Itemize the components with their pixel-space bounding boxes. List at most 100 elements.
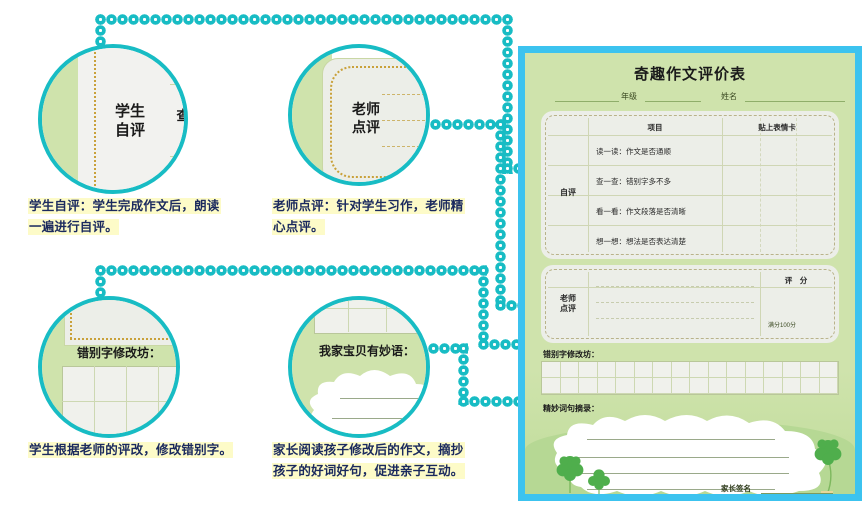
sheet-fragment-dashed-corner (70, 300, 176, 340)
grid-cell[interactable] (542, 378, 561, 394)
grid-cell[interactable] (634, 378, 653, 394)
grid-cell[interactable] (671, 362, 690, 378)
parent-sign-line[interactable] (761, 493, 833, 494)
grid-cell[interactable] (542, 362, 561, 378)
sheet-fragment-cloud-line1 (340, 398, 426, 399)
teacher-score-header-divider (548, 287, 832, 288)
circle-teacher-label-line1: 老师 (352, 101, 380, 117)
sheet-fragment-gridtop-v2 (386, 300, 387, 332)
grade-line (555, 101, 619, 102)
caption-teacher: 老师点评：针对学生习作，老师精 心点评。 (272, 196, 487, 238)
teacher-label-line2: 点评 (560, 304, 576, 314)
circle-teacher-comment[interactable]: 老师 点评 (288, 44, 430, 186)
caption-self-eval-line2: 一遍进行自评。 (28, 219, 119, 235)
table-header-sticker: 贴上表情卡 (758, 123, 796, 132)
grid-cell[interactable] (727, 362, 746, 378)
self-eval-row-0: 读一读：作文是否通顺 (596, 147, 671, 156)
caption-typo: 学生根据老师的评改，修改错别字。 (28, 440, 268, 461)
sheet-fragment-cell-side (170, 48, 184, 190)
grid-cell[interactable] (579, 362, 598, 378)
grade-line-right (645, 101, 701, 102)
grid-cell[interactable] (745, 378, 764, 394)
connector-teacher-vertical (495, 119, 506, 309)
grid-cell[interactable] (782, 362, 801, 378)
grid-cell[interactable] (616, 378, 635, 394)
circle-parent-quote-content: 我家宝贝有妙语： (292, 300, 426, 434)
grid-cell[interactable] (708, 362, 727, 378)
teacher-comment-table: 老师 点评 评 分 满分100分 (548, 272, 832, 336)
name-label: 姓名 (721, 92, 737, 101)
connector-teacher-horizontal (430, 119, 506, 130)
clover-icon-left (556, 456, 584, 493)
clover-icon-right (814, 439, 842, 494)
table-row-divider-2 (548, 195, 832, 196)
grid-cell[interactable] (801, 362, 820, 378)
name-line (745, 101, 845, 102)
grid-cell[interactable] (616, 362, 635, 378)
table-row-divider-1 (548, 165, 832, 166)
sheet-fragment-grid-v2 (126, 366, 127, 434)
grid-cell[interactable] (764, 378, 783, 394)
circle-parent-quote[interactable]: 我家宝贝有妙语： (288, 296, 430, 438)
grid-cell[interactable] (745, 362, 764, 378)
grid-cell[interactable] (634, 362, 653, 378)
connector-typo-left-vertical (95, 265, 106, 303)
score-max-label: 满分100分 (768, 323, 797, 329)
teacher-writing-line-1 (596, 286, 754, 287)
sheet-fragment-dash-h2 (382, 120, 426, 121)
teacher-col-divider-label (588, 272, 589, 336)
grid-cell[interactable] (560, 362, 579, 378)
clover-icon-left-small (588, 469, 610, 494)
table-col-divider-sticker1 (760, 118, 761, 252)
caption-teacher-line2: 心点评。 (272, 219, 325, 235)
grid-cell[interactable] (690, 362, 709, 378)
circle-typo-fix[interactable]: 错别字修改坊： (38, 296, 180, 438)
grid-cell[interactable] (690, 378, 709, 394)
grid-cell[interactable] (560, 378, 579, 394)
self-eval-table: 项目 贴上表情卡 自评 读一读：作文是否通顺 查一查：错别字多不多 看一看：作文… (548, 118, 832, 252)
grid-cell[interactable] (653, 378, 672, 394)
sheet-fragment-dash-h1 (382, 94, 426, 95)
grade-label: 年级 (621, 92, 637, 101)
worksheet-fields: 年级 姓名 (545, 89, 845, 105)
circle-self-eval[interactable]: 学生 自评 查 (38, 44, 188, 194)
table-col-divider-item (722, 118, 723, 252)
grid-cell[interactable] (727, 378, 746, 394)
grid-cell[interactable] (579, 378, 598, 394)
quote-line-4 (587, 489, 775, 490)
grid-cell[interactable] (819, 378, 838, 394)
caption-parent-line1: 家长阅读孩子修改后的作文，摘抄 (272, 442, 465, 458)
sheet-fragment-cloud-line2 (332, 418, 426, 419)
grid-cell[interactable] (671, 378, 690, 394)
teacher-col-divider-score (760, 272, 761, 336)
sheet-fragment-dashed-line (94, 48, 96, 190)
connector-to-typo-section (478, 339, 546, 350)
circle-self-eval-label-line2: 自评 (114, 121, 145, 139)
teacher-writing-line-3 (596, 318, 754, 319)
table-col-divider-sticker2 (796, 118, 797, 252)
circle-typo-fix-heading: 错别字修改坊： (76, 346, 161, 360)
table-col-divider-label (588, 118, 589, 252)
grid-cell[interactable] (653, 362, 672, 378)
sheet-fragment-cell-main (78, 48, 171, 190)
sheet-fragment-background (42, 48, 78, 190)
grid-cell[interactable] (708, 378, 727, 394)
quote-section-label: 精妙词句摘录： (543, 403, 599, 413)
circle-self-eval-label: 学生 自评 (102, 103, 158, 141)
caption-teacher-line1: 老师点评：针对学生习作，老师精 (272, 198, 465, 214)
grid-cell[interactable] (597, 378, 616, 394)
grid-cell[interactable] (597, 362, 616, 378)
connector-parent-vertical (458, 343, 469, 405)
connector-top-horizontal (95, 14, 513, 25)
sheet-fragment-hline-bottom (170, 156, 184, 157)
grid-cell[interactable] (819, 362, 838, 378)
typo-section-label: 错别字修改坊： (543, 349, 599, 359)
sheet-fragment-dash-h3 (382, 146, 426, 147)
grid-cell[interactable] (801, 378, 820, 394)
self-eval-row-2: 看一看：作文段落是否清晰 (596, 207, 686, 216)
table-row-divider-header (548, 135, 832, 136)
grid-cell[interactable] (764, 362, 783, 378)
worksheet-preview[interactable]: 奇趣作文评价表 年级 姓名 项目 贴上 (518, 46, 862, 501)
typo-grid[interactable] (541, 361, 839, 395)
grid-cell[interactable] (782, 378, 801, 394)
